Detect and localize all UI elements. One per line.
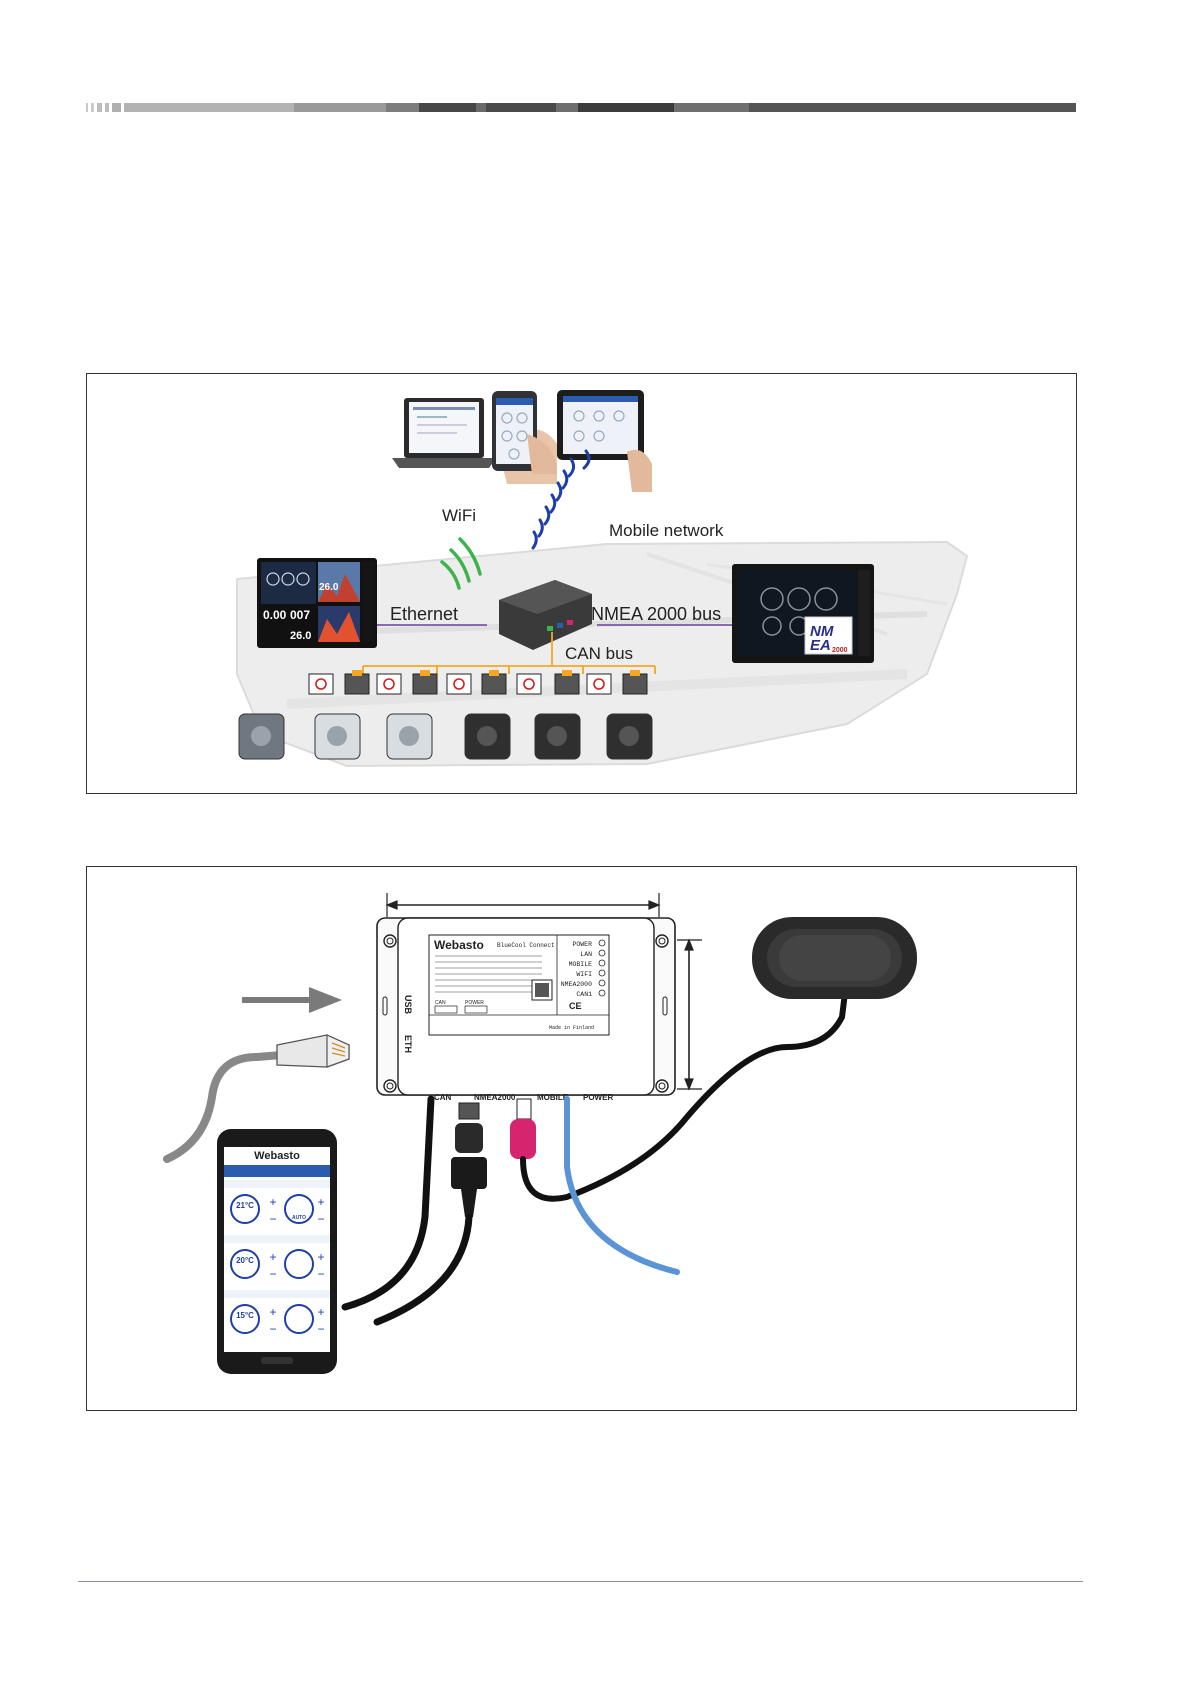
smartphone-app: Webasto 21°C + − AUTO + − 20°C + − + − 1… [217,1129,337,1374]
device-connections-figure: USB ETH Webasto BlueCool Connect CAN POW… [86,866,1077,1411]
control-box-icon [555,674,579,694]
can-connector-icon [420,670,430,676]
zone1-mode: AUTO [292,1215,306,1221]
control-panel-icon [587,674,611,694]
course-readout: 007 [290,608,310,622]
led-label-nmea2000: NMEA2000 [561,981,592,988]
control-box-icon [482,674,506,694]
depth-small-readout: 26.0 [290,630,311,642]
svg-text:−: − [317,1212,324,1226]
ce-mark: CE [569,1001,582,1011]
can-connector-icon [562,670,572,676]
sticker-product-name: BlueCool Connect [497,942,555,949]
footer-rule [78,1581,1083,1582]
smartphone-in-hand-icon [492,391,557,484]
control-box-icon [345,674,369,694]
ethernet-label: Ethernet [390,604,458,624]
nmea-logo-line2: EA [810,637,831,654]
zone1-temperature: 21°C [236,1201,254,1210]
sticker-brand: Webasto [434,938,484,952]
header-decorative-bar [86,103,1076,112]
svg-text:+: + [317,1195,324,1209]
nmea2000-port-label: NMEA2000 [474,1093,516,1102]
can-bus-label: CAN bus [565,644,633,663]
usb-port-label: USB [403,995,413,1015]
system-overview-diagram: WiFi Mobile network 0.00 007 26.0 26.0 E… [87,374,1078,795]
svg-text:−: − [317,1267,324,1281]
sticker-can-section: CAN [435,1000,446,1006]
height-dimension-line [677,940,702,1089]
control-panel-icon [377,674,401,694]
power-port-label: POWER [583,1093,613,1102]
aircon-unit-icon [315,714,360,759]
control-box-icon [413,674,437,694]
speed-readout: 0.00 [263,608,287,622]
mobile-antenna-icon [752,917,917,999]
system-overview-figure: WiFi Mobile network 0.00 007 26.0 26.0 E… [86,373,1077,794]
wifi-label: WiFi [442,506,476,525]
led-label-wifi: WIFI [576,971,592,978]
led-label-can1: CAN1 [576,991,592,998]
eth-port-label: ETH [403,1035,413,1053]
device-connections-diagram: USB ETH Webasto BlueCool Connect CAN POW… [87,867,1078,1412]
led-label-mobile: MOBILE [569,961,593,968]
svg-text:+: + [317,1305,324,1319]
svg-text:+: + [317,1250,324,1264]
control-box-icon [623,674,647,694]
heater-unit-icon [239,714,284,759]
width-dimension-line [387,893,659,917]
svg-text:+: + [269,1250,276,1264]
usb-insert-arrow [242,987,342,1013]
fan-unit-icon [465,714,510,759]
nmea-logo-suffix: 2000 [832,647,848,654]
laptop-icon [392,398,496,468]
power-cable [567,1099,677,1272]
fan-unit-icon [535,714,580,759]
phone-app-brand: Webasto [254,1150,300,1162]
svg-text:−: − [269,1322,276,1336]
mobile-network-label: Mobile network [609,521,724,540]
tablet-in-hand-icon [557,390,652,492]
can-connector-icon [352,670,362,676]
svg-text:−: − [317,1322,324,1336]
made-in-label: Made in Finland [549,1025,594,1031]
led-label-lan: LAN [580,951,592,958]
chartplotter-display: 0.00 007 26.0 26.0 [257,558,377,648]
zone3-temperature: 15°C [236,1311,254,1320]
svg-text:−: − [269,1212,276,1226]
can-cable [345,1099,431,1307]
depth-readout: 26.0 [319,582,339,593]
led-label-power: POWER [572,941,592,948]
sticker-power-section: POWER [465,1000,484,1006]
fan-unit-icon [607,714,652,759]
svg-text:+: + [269,1195,276,1209]
svg-text:+: + [269,1305,276,1319]
svg-text:−: − [269,1267,276,1281]
can-port-label: CAN [434,1093,452,1102]
nmea-instrument-display: NM EA 2000 [732,564,874,663]
control-panel-icon [517,674,541,694]
control-panel-icon [447,674,471,694]
control-panel-icon [309,674,333,694]
aircon-unit-icon [387,714,432,759]
nmea-bus-label: NMEA 2000 bus [591,604,721,624]
can-connector-icon [489,670,499,676]
zone2-temperature: 20°C [236,1256,254,1265]
can-connector-icon [630,670,640,676]
